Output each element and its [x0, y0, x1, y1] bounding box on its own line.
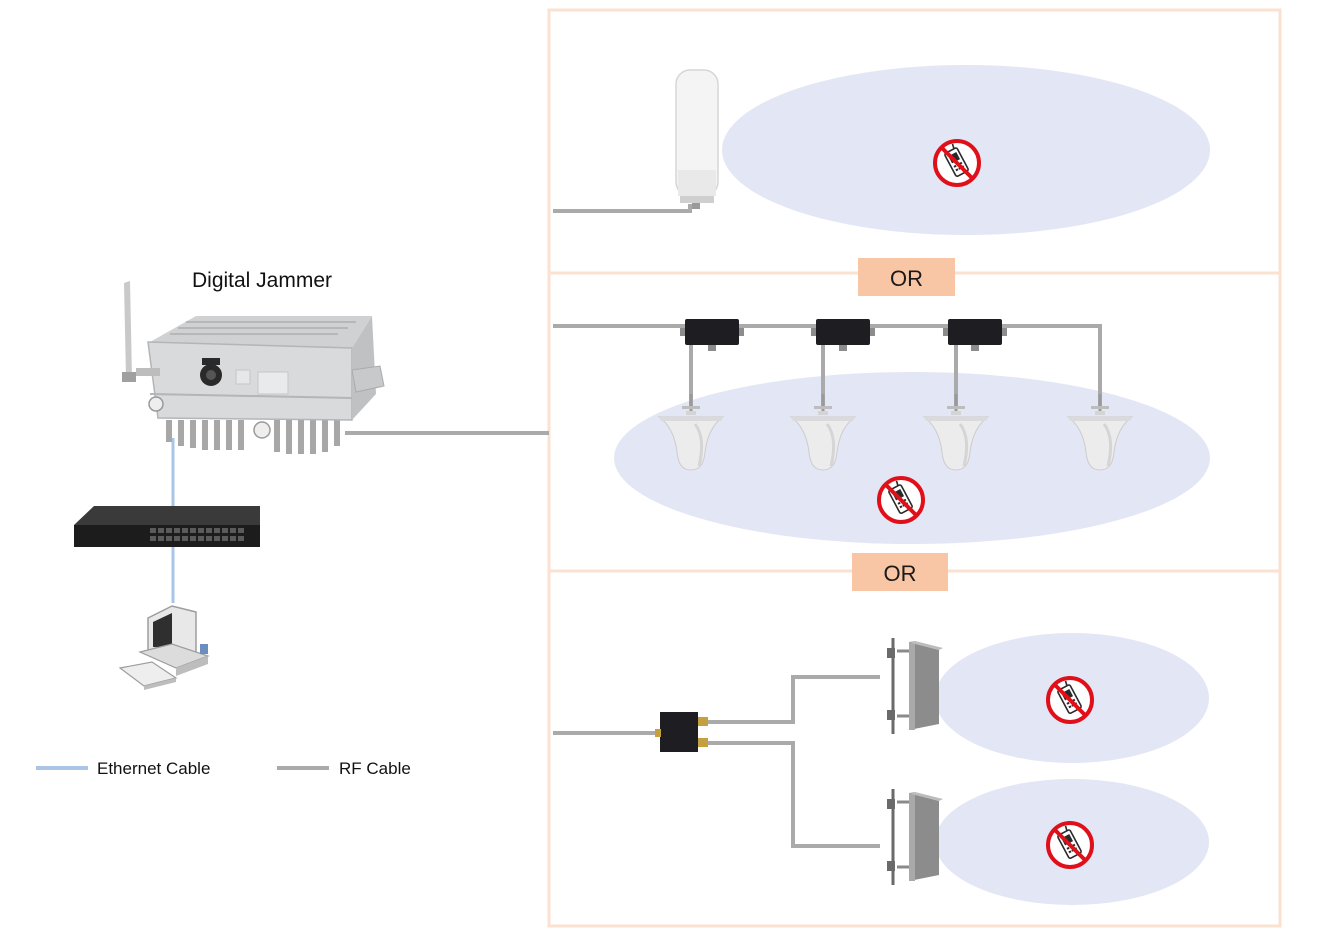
no-phone-icon [1046, 821, 1094, 869]
rf-cables [345, 204, 1102, 848]
legend-ethernet-label: Ethernet Cable [97, 759, 210, 778]
panel-antenna-icon [885, 787, 945, 887]
no-phone-icon [877, 476, 925, 524]
jammer-device-icon [122, 281, 385, 454]
legend-rf-label: RF Cable [339, 759, 411, 778]
coupler-icon [811, 319, 875, 351]
or-badge: OR [858, 258, 955, 296]
or-label: OR [890, 266, 923, 291]
network-switch-icon [74, 506, 260, 547]
no-phone-icon [1046, 676, 1094, 724]
or-label: OR [884, 561, 917, 586]
omni-antenna-icon [675, 69, 719, 209]
legend: Ethernet Cable RF Cable [36, 759, 411, 778]
coverage-zone-ceiling [614, 372, 1210, 544]
computer-icon [118, 605, 210, 690]
splitter-icon [655, 712, 708, 752]
or-badge: OR [852, 553, 948, 591]
jammer-title: Digital Jammer [192, 269, 332, 292]
coupler-icon [943, 319, 1007, 351]
panel-antenna-icon [885, 636, 945, 736]
no-phone-icon [933, 139, 981, 187]
